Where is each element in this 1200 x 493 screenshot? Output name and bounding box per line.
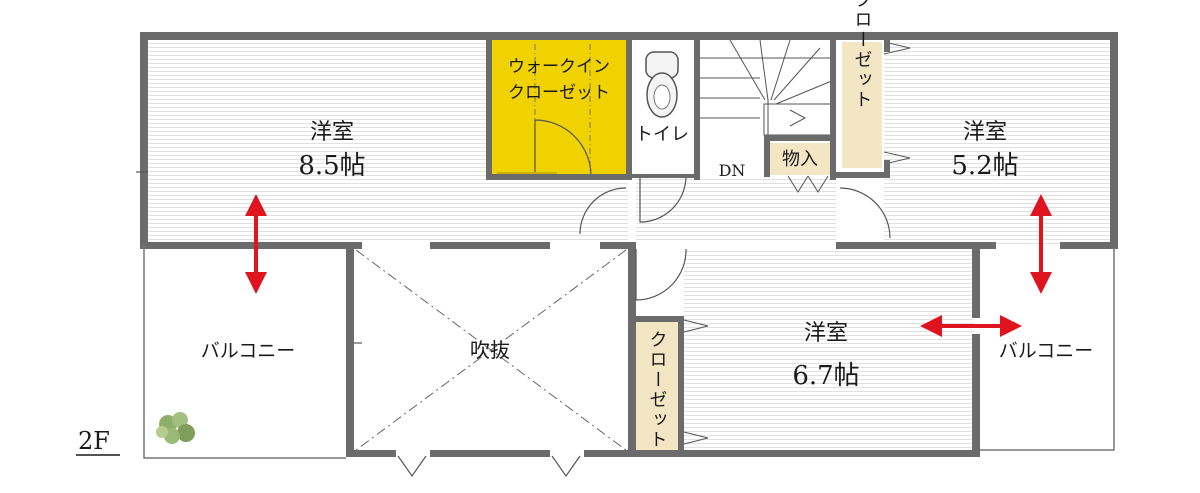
access-arrows [245,194,1052,337]
west-room-size: 8.5帖 [298,151,365,181]
storage-doors [787,175,829,193]
east-room-floor [884,40,1110,246]
closet-south-label: クローゼット [647,330,668,450]
wic-label-line1: ウォークイン [508,57,610,77]
toilet-label: トイレ [635,124,689,145]
floor-label: 2F [78,427,110,455]
atrium-name: 吹抜 [470,338,510,362]
walk-in-closet-fill [492,40,626,176]
doors [136,171,891,478]
arrow-west-vertical [245,194,267,294]
closet-south-fill [636,322,678,450]
east-room-name: 洋室 [963,120,1007,145]
west-room-floor-lower [148,178,628,242]
plant-icon [156,412,195,444]
storage-label: 物入 [782,149,818,170]
balcony-rails [143,246,1115,459]
closet-east-label: クローゼット [852,0,873,110]
atrium-diagonals [355,249,627,451]
south-room-size: 6.7帖 [792,361,859,391]
storage-fill [770,143,830,175]
hall-floor [636,178,836,242]
toilet-door-swing [639,175,687,223]
south-room-name: 洋室 [804,321,848,346]
wic-label-line2: クローゼット [508,83,610,103]
east-balcony-name: バルコニー [999,340,1094,362]
arrow-east-vertical [1030,194,1052,294]
south-room-floor [684,248,974,450]
stairs-dn-label: DN [719,161,746,180]
wic-door-swing [534,119,592,177]
closet-east-fill [842,42,882,168]
west-room-name: 洋室 [310,120,354,145]
walls [140,32,1118,457]
toilet-icon [645,51,679,118]
east-room-size: 5.2帖 [951,151,1018,181]
arrow-south-horizontal [920,315,1022,337]
west-balcony-name: バルコニー [201,340,296,362]
